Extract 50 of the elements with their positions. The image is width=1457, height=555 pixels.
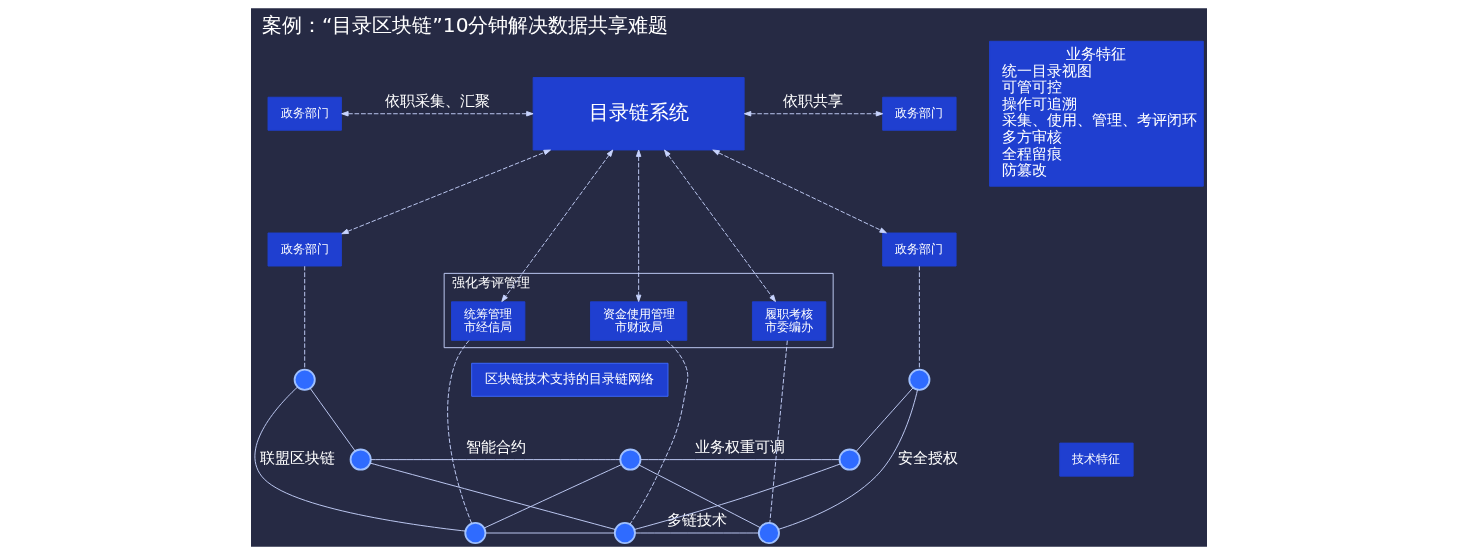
connector: [639, 459, 840, 461]
node-circle: [757, 522, 780, 544]
node-box: 政务部门: [881, 232, 957, 267]
node-box: 统筹管理 市经信局: [450, 301, 525, 341]
node-box: 履职考核 市委编办: [751, 301, 826, 341]
connector: [634, 532, 759, 534]
arrow: [663, 149, 776, 302]
connector: [855, 387, 913, 452]
connector: [483, 464, 622, 529]
connector: [633, 463, 841, 530]
node-circle: [349, 448, 372, 471]
connector: [918, 265, 920, 371]
node-box: 政务部门: [881, 96, 957, 131]
connector: [768, 340, 788, 524]
node-box: 政务部门: [267, 232, 342, 267]
node-box: 资金使用管理 市财政局: [589, 301, 687, 341]
arrow: [340, 149, 551, 235]
edge-label: 多链技术: [666, 511, 727, 529]
connector: [638, 464, 761, 529]
node-box: 技术特征: [1058, 442, 1134, 477]
connector: [629, 340, 688, 525]
connector: [484, 532, 615, 534]
edge-label: 智能合约: [465, 438, 526, 456]
arrow: [340, 111, 534, 117]
arrow: [500, 149, 613, 302]
node-circle: [618, 448, 641, 471]
node-box: 业务特征 统一目录视图 可管可控 操作可追溯 采集、使用、管理、考评闭环 多方审核 全程留痕 防篡改: [988, 40, 1204, 187]
node-circle: [293, 368, 316, 391]
connector: [369, 462, 616, 530]
edge-label: 依职共享: [782, 92, 843, 110]
connector: [254, 386, 466, 532]
edge-label: 安全授权: [897, 449, 958, 467]
node-circle: [838, 448, 861, 471]
edge-label: 业务权重可调: [694, 438, 785, 456]
node-box: 目录链系统: [532, 77, 745, 151]
node-box: 政务部门: [267, 96, 342, 131]
node-circle: [907, 368, 930, 391]
diagram-title: 案例：“目录区块链”10分钟解决数据共享难题: [261, 12, 669, 37]
arrow: [635, 149, 641, 302]
connector: [309, 388, 356, 452]
node-circle: [613, 522, 636, 544]
node-box: 区块链技术支持的目录链网络: [470, 362, 668, 397]
edge-label: 依职采集、汇聚: [384, 92, 490, 110]
arrow: [711, 149, 887, 234]
connector: [777, 389, 918, 530]
node-circle: [463, 522, 486, 544]
arrow: [743, 111, 883, 117]
edge-label: 联盟区块链: [259, 449, 335, 467]
connector: [303, 265, 305, 371]
connector: [369, 459, 621, 461]
